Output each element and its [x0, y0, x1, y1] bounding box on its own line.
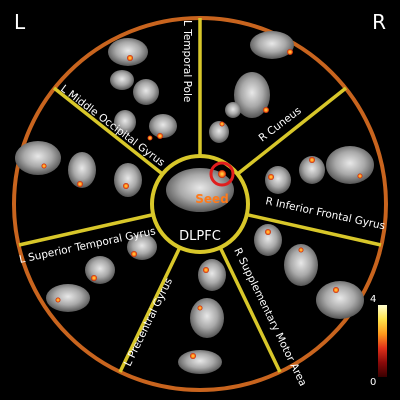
- colorbar-min-label: 0: [370, 377, 377, 388]
- activation-blob: [333, 287, 339, 293]
- divider-5: [118, 244, 183, 373]
- activation-blob: [157, 133, 163, 139]
- sector-dividers: [18, 18, 382, 373]
- brain-slice: [234, 72, 270, 118]
- brain-slice: [178, 350, 222, 374]
- brain-slice: [46, 284, 90, 312]
- activation-blob: [197, 305, 203, 311]
- divider-4: [217, 244, 282, 373]
- brain-slice: [209, 121, 229, 143]
- activation-blob: [203, 267, 209, 273]
- center-brain-image: [166, 168, 234, 212]
- brain-slice: [68, 152, 96, 188]
- divider-2: [233, 86, 348, 178]
- brain-slice: [110, 70, 134, 90]
- left-hemisphere-label: L: [14, 10, 26, 34]
- activation-blob: [147, 135, 153, 141]
- center-title: DLPFC: [179, 229, 221, 244]
- activation-blob: [41, 163, 47, 169]
- region-label-l-temporal-pole: L Temporal Pole: [181, 20, 193, 102]
- brain-slice: [284, 244, 318, 286]
- colorbar-max-label: 4: [370, 294, 377, 305]
- colorbar: [378, 305, 387, 377]
- brain-slice: [198, 259, 226, 291]
- brain-images: [15, 31, 374, 374]
- brain-slice: [15, 141, 61, 175]
- brain-slice: [114, 163, 142, 197]
- activation-blob: [263, 107, 269, 113]
- brain-slice: [316, 281, 364, 319]
- activation-blob: [298, 247, 304, 253]
- activation-blob: [77, 181, 83, 187]
- activation-blob: [287, 49, 293, 55]
- divider-6: [18, 212, 157, 247]
- activation-blob: [127, 55, 133, 61]
- brain-slice: [149, 114, 177, 138]
- seed-blob: [218, 170, 226, 178]
- activation-blob: [55, 297, 61, 303]
- activation-blob: [123, 183, 129, 189]
- activation-blob: [265, 229, 271, 235]
- activation-blob: [131, 251, 137, 257]
- brain-slice: [114, 110, 136, 134]
- activation-blob: [357, 173, 363, 179]
- brain-slice: [254, 224, 282, 256]
- activation-blob: [190, 353, 196, 359]
- brain-slice: [108, 38, 148, 66]
- right-hemisphere-label: R: [372, 10, 386, 34]
- activation-blob: [268, 174, 274, 180]
- activation-blob: [219, 121, 225, 127]
- brain-slice: [265, 166, 291, 194]
- region-label-r-inferior-frontal-gyrus: R Inferior Frontal Gyrus: [264, 195, 386, 232]
- brain-slice: [85, 256, 115, 284]
- brain-slice: [133, 79, 159, 105]
- brain-slice: [299, 156, 325, 184]
- brain-slice: [326, 146, 374, 184]
- activation-blob: [309, 157, 315, 163]
- activation-blob: [91, 275, 97, 281]
- seed-marker: [209, 161, 235, 187]
- brain-slice: [225, 102, 241, 118]
- seed-label: Seed: [195, 192, 229, 206]
- divider-7: [52, 86, 167, 178]
- divider-3: [243, 212, 382, 247]
- brain-slice: [250, 31, 294, 59]
- region-label-l-precentral-gyrus: L Precentral Gyrus: [122, 276, 175, 368]
- brain-slice: [190, 298, 224, 338]
